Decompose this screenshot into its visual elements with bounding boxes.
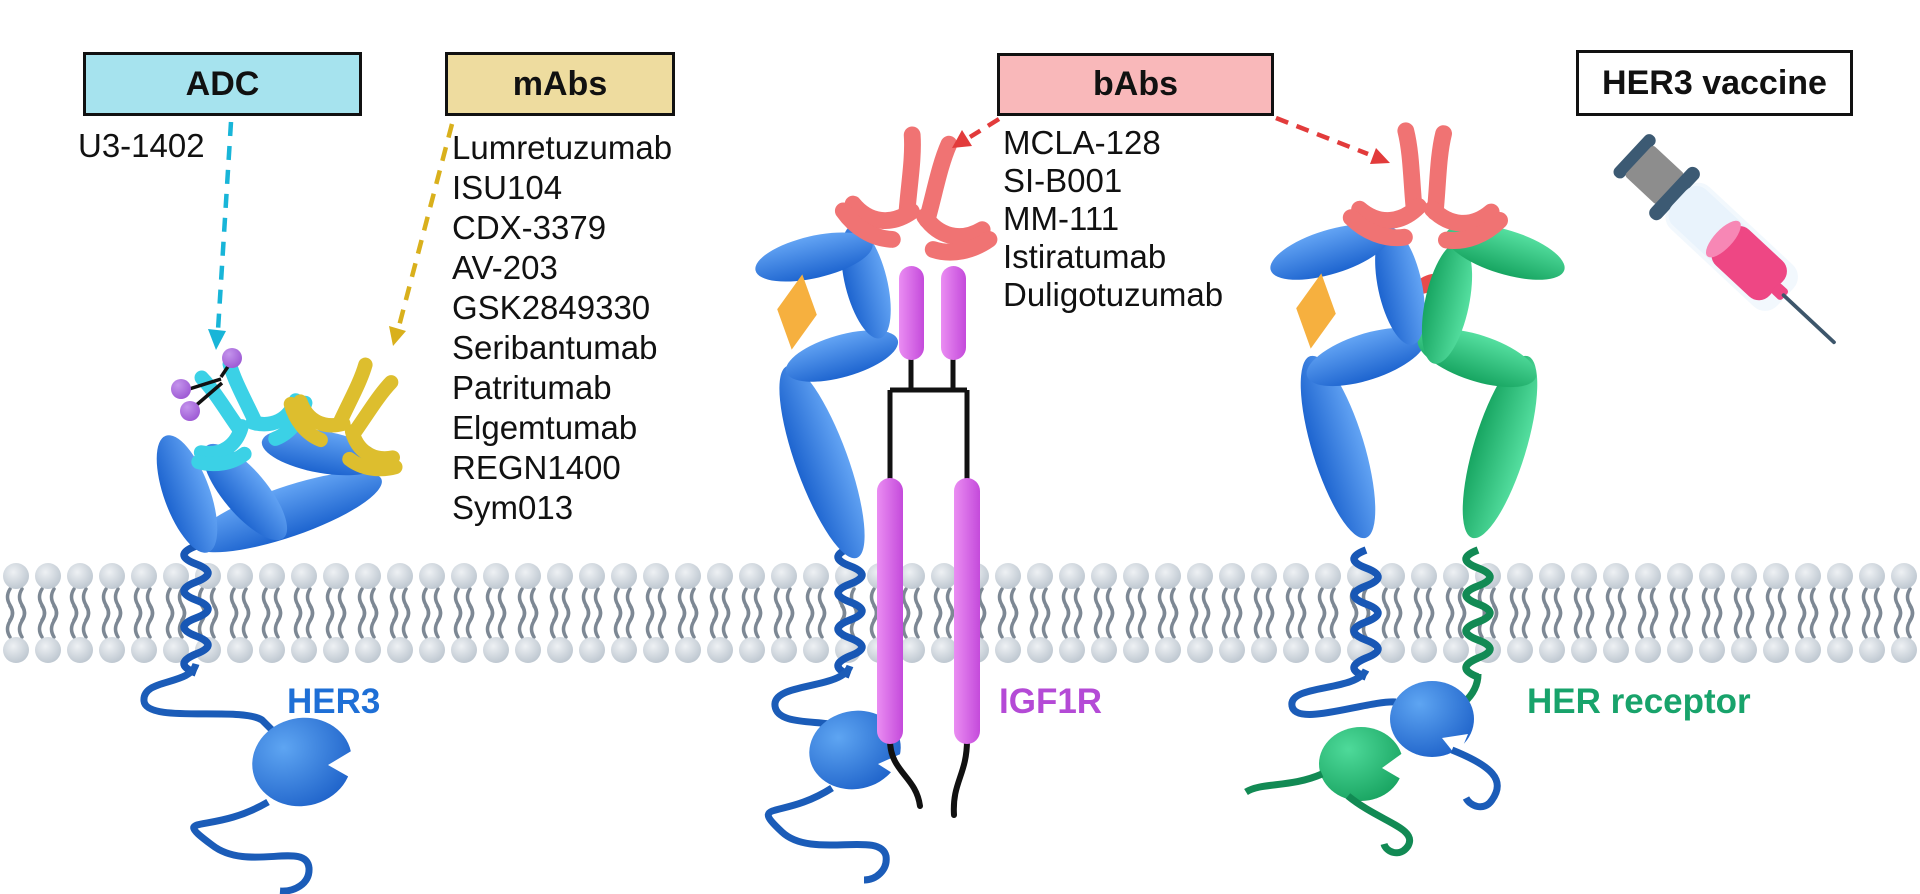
her3-her-dimer: [1244, 224, 1565, 857]
neuregulin-ligand: [777, 274, 817, 350]
mabs-drug-list: Lumretuzumab ISU104 CDX-3379 AV-203 GSK2…: [452, 128, 672, 528]
adc-box: ADC: [83, 52, 362, 116]
igf1r-receptor: [877, 266, 980, 818]
drug-name: AV-203: [452, 249, 558, 286]
drug-name: Patritumab: [452, 369, 612, 406]
bispecific-antibody-icon: [839, 125, 1004, 259]
drug-name: Seribantumab: [452, 329, 658, 366]
babs-drug-list: MCLA-128 SI-B001 MM-111 Istiratumab Duli…: [1003, 124, 1223, 314]
drug-name: ISU104: [452, 169, 563, 206]
drug-name: Duligotuzumab: [1003, 276, 1224, 313]
drug-name: CDX-3379: [452, 209, 607, 246]
drug-name: REGN1400: [452, 449, 621, 486]
her3-transmembrane-coil: [180, 542, 212, 677]
drug-name: MM-111: [1003, 200, 1120, 237]
her3-label: HER3: [287, 682, 381, 721]
drug-name: Lumretuzumab: [452, 129, 673, 166]
drug-name: GSK2849330: [452, 289, 651, 326]
babs-arrow-right: [1275, 115, 1390, 164]
her3-vaccine-box: HER3 vaccine: [1576, 50, 1853, 116]
babs-arrow-left: [952, 117, 1001, 148]
syringe-icon: [1613, 134, 1836, 345]
igf1r-label: IGF1R: [999, 682, 1103, 721]
babs-box: bAbs: [997, 53, 1274, 116]
adc-antibody-icon: [163, 339, 314, 478]
drug-name: Sym013: [452, 489, 574, 526]
drug-name: Elgemtumab: [452, 409, 638, 446]
her3-receptor-closed: [140, 428, 383, 894]
drug-name: SI-B001: [1003, 162, 1123, 199]
adc-arrow: [208, 121, 234, 350]
mabs-box: mAbs: [445, 52, 675, 116]
her3-kinase-domain: [252, 717, 352, 807]
adc-drug-list: U3-1402: [78, 126, 205, 166]
drug-name: U3-1402: [78, 127, 205, 164]
drug-payload-molecules: [171, 348, 242, 421]
mabs-arrow: [389, 123, 455, 346]
her-receptor-label: HER receptor: [1527, 682, 1751, 721]
drug-name: MCLA-128: [1003, 124, 1161, 161]
neuregulin-ligand: [1296, 273, 1336, 349]
bispecific-antibody-icon: [1351, 131, 1499, 241]
drug-name: Istiratumab: [1003, 238, 1167, 275]
